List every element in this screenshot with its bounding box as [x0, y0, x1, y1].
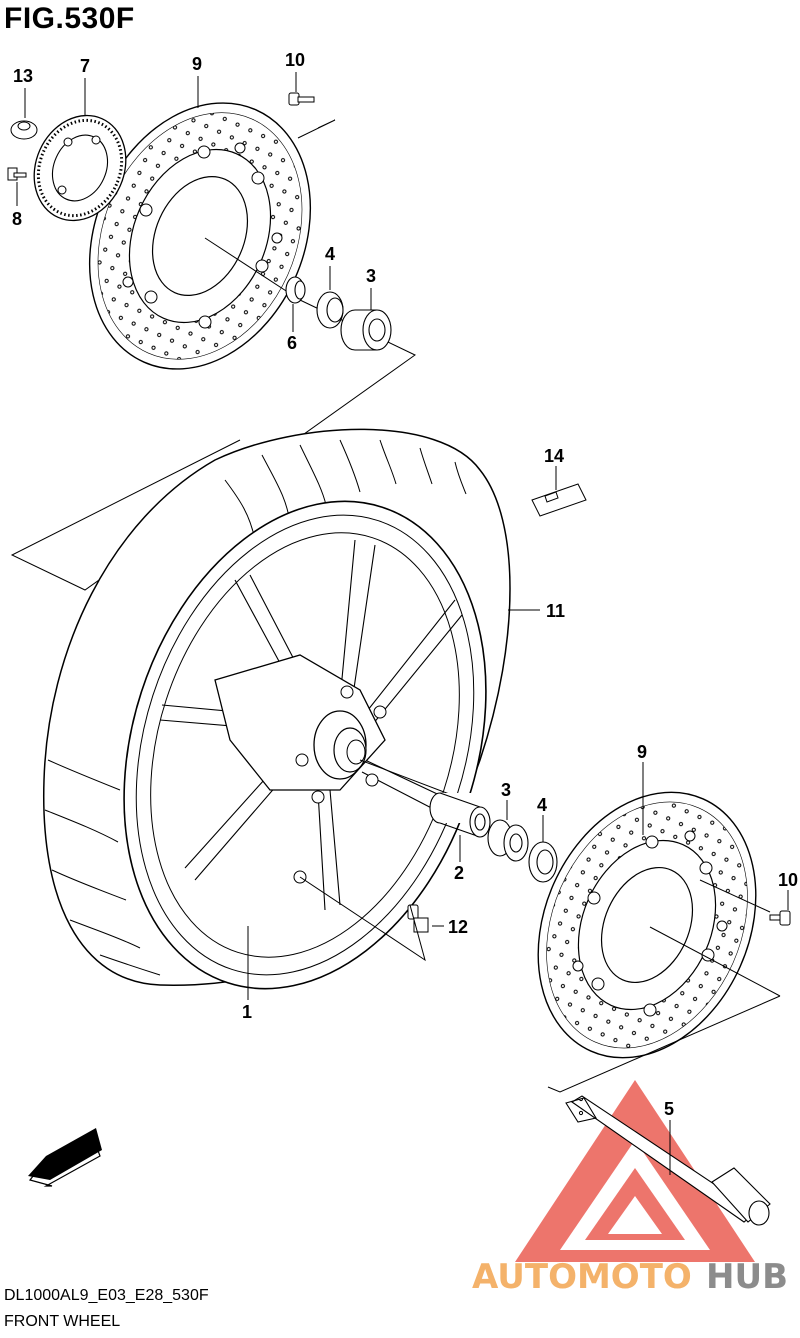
callout-5: 5: [664, 1099, 674, 1119]
sensor-ring-7: [33, 114, 127, 222]
front-wheel-assembly: [42, 428, 511, 990]
axle-5: [565, 1095, 771, 1226]
bearing-3-top: [340, 309, 392, 351]
callout-1: 1: [242, 1002, 252, 1022]
callout-6: 6: [287, 333, 297, 353]
screw-8: [7, 167, 27, 181]
bearing-3-bottom: [487, 819, 529, 862]
callout-11: 11: [546, 601, 565, 621]
spacer-6: [285, 276, 306, 304]
brake-disc-top: [88, 102, 312, 370]
callout-numbers: 13 7 9 10 8 4 3 6 14 11 9 3 4 2 10 12 1 …: [12, 50, 798, 1119]
fwd-direction-arrow: FWD: [28, 1128, 102, 1187]
brake-disc-bottom: [537, 791, 781, 1059]
spacer-2: [429, 792, 491, 838]
bolt-10-top: [288, 92, 315, 106]
watermark-part1: AUTOMOTO: [472, 1257, 692, 1297]
callout-9-top: 9: [192, 54, 202, 74]
callout-10-top: 10: [285, 50, 305, 70]
callout-4-top: 4: [325, 244, 335, 264]
callout-2: 2: [454, 863, 464, 883]
seal-4-top: [316, 291, 344, 329]
callout-8: 8: [12, 209, 22, 229]
figure-title: FIG.530F: [4, 2, 135, 35]
balance-weight-14: [531, 483, 587, 517]
watermark-text: AUTOMOTO HUB: [472, 1257, 788, 1297]
seal-4-bottom: [528, 841, 558, 883]
watermark-part2: HUB: [706, 1257, 788, 1297]
figure-code: DL1000AL9_E03_E28_530F: [4, 1287, 209, 1304]
figure-name: FRONT WHEEL: [4, 1313, 121, 1330]
callout-3-top: 3: [366, 266, 376, 286]
callout-10-bottom: 10: [778, 870, 798, 890]
callout-13: 13: [13, 66, 33, 86]
callout-14: 14: [544, 446, 564, 466]
nut-13: [10, 120, 38, 140]
callout-9-bottom: 9: [637, 742, 647, 762]
callout-7: 7: [80, 56, 90, 76]
bolt-10-bottom: [769, 910, 791, 926]
callout-12: 12: [448, 917, 468, 937]
watermark-logo: [515, 1080, 755, 1262]
callout-4-bottom: 4: [537, 795, 547, 815]
callout-3-bottom: 3: [501, 780, 511, 800]
